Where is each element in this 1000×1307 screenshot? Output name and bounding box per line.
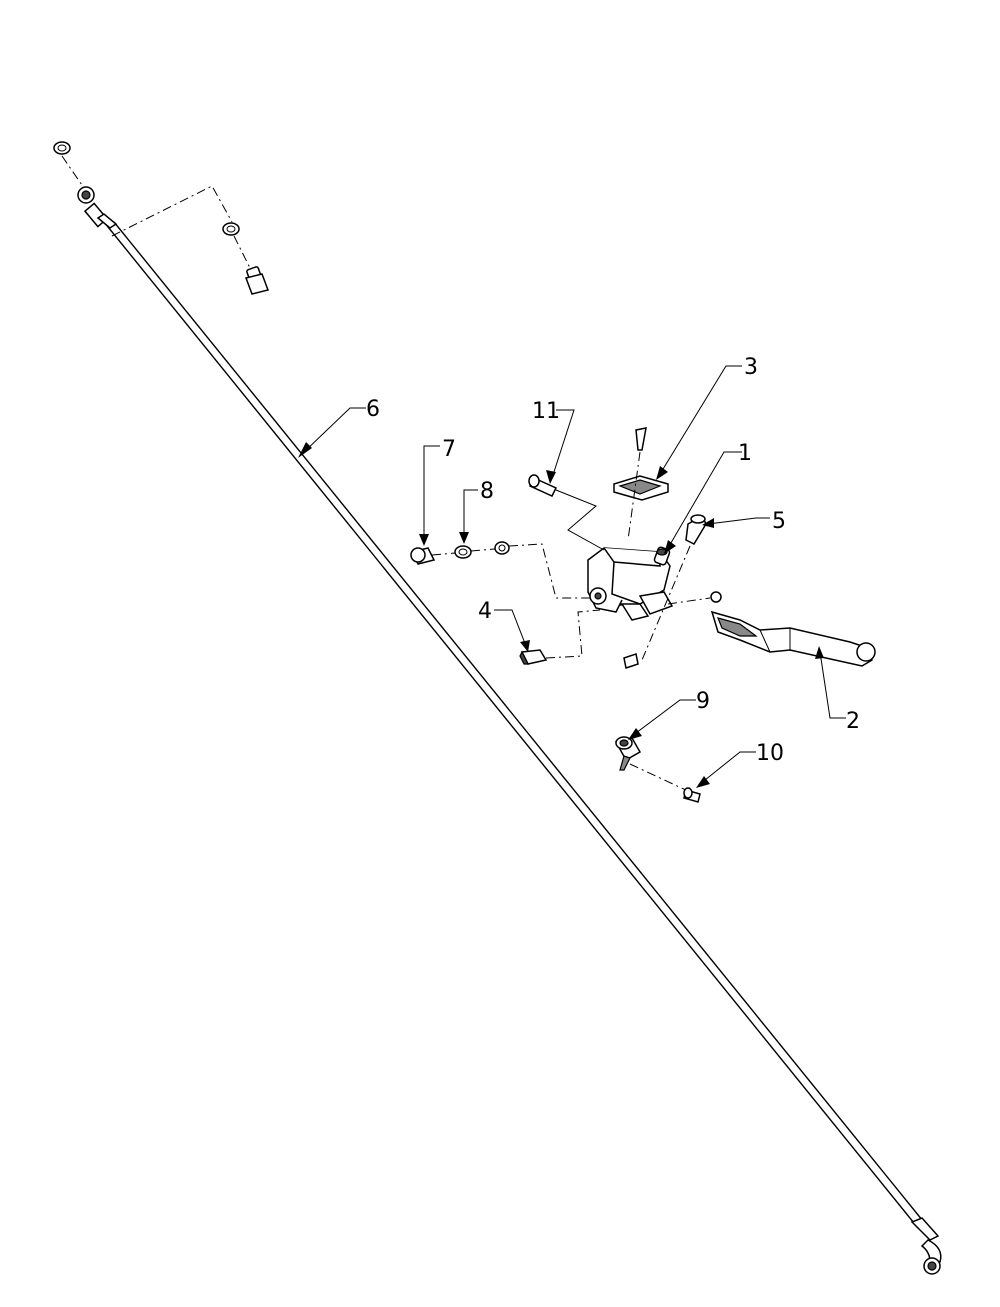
callout-8: 8 — [480, 479, 494, 504]
reservoir-cap-part-3[interactable] — [613, 475, 669, 501]
small-nut[interactable] — [710, 591, 722, 603]
clamp-part-9[interactable] — [614, 736, 642, 771]
cap-screw[interactable] — [635, 427, 647, 451]
hose-washer[interactable] — [222, 222, 240, 236]
callout-4: 4 — [478, 599, 492, 624]
callout-10: 10 — [756, 741, 784, 766]
brake-hose-part-6[interactable] — [77, 186, 942, 1275]
master-cylinder-body-part-1[interactable] — [587, 546, 674, 621]
plug-part-7[interactable] — [410, 547, 436, 565]
callout-5: 5 — [772, 509, 786, 534]
oring-part-8[interactable] — [454, 545, 472, 559]
callout-2: 2 — [846, 709, 860, 734]
brake-switch-part-5[interactable] — [685, 514, 707, 545]
clamp-bolt-part-10[interactable] — [683, 787, 701, 803]
callout-11: 11 — [532, 399, 560, 424]
callout-6: 6 — [366, 397, 380, 422]
boot-part-4[interactable] — [519, 649, 548, 665]
top-washer[interactable] — [53, 141, 71, 155]
lever-nut[interactable] — [623, 653, 639, 669]
brake-lever-part-2[interactable] — [710, 610, 876, 667]
callout-1: 1 — [738, 441, 752, 466]
callout-7: 7 — [442, 437, 456, 462]
callout-9: 9 — [696, 689, 710, 714]
washer-inner[interactable] — [494, 541, 510, 555]
banjo-bolt[interactable] — [245, 266, 269, 295]
pivot-pin-part-11[interactable] — [528, 474, 558, 497]
callout-3: 3 — [744, 355, 758, 380]
